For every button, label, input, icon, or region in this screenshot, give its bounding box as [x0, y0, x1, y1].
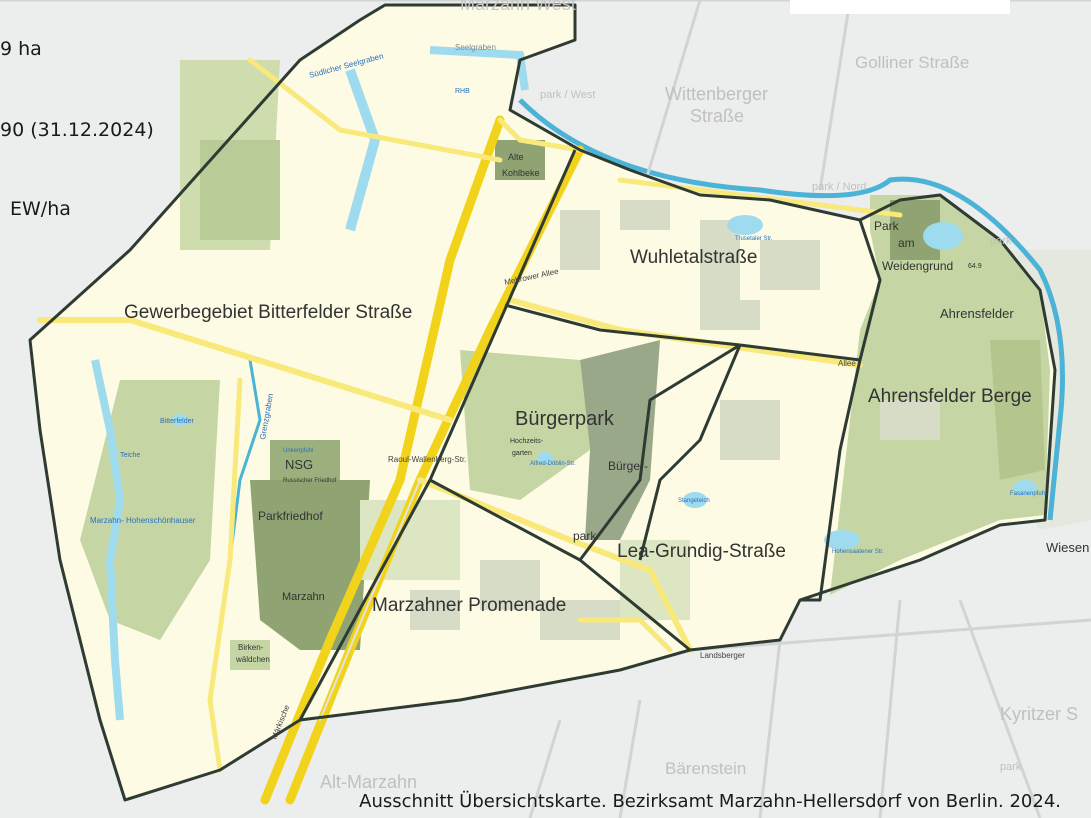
label-wiesen: Wiesen [1046, 540, 1089, 555]
surrounding-golliner: Golliner Straße [855, 53, 969, 72]
label-teiche: Teiche [120, 452, 140, 459]
label-marzahn-hohenschoenhausen: Marzahn- Hohenschönhauser [90, 516, 196, 525]
label-height: 64.9 [968, 263, 982, 270]
label-park-right: park [990, 235, 1012, 247]
area-label-wuhletal: Wuhletalstraße [630, 247, 757, 268]
surrounding-baerenstein: Bärenstein [665, 759, 746, 778]
place-marzahn: Marzahn [282, 591, 325, 603]
area-label-gewerbegebiet: Gewerbegebiet Bitterfelder Straße [124, 302, 412, 323]
area-label-buergerpark: Bürgerpark [515, 408, 615, 430]
label-raoul-wallenberg: Raoul-Wallenberg-Str. [388, 455, 466, 464]
label-rhb-fasanen: Fasanenpfuhl [1010, 491, 1046, 497]
label-birken: Birken- [238, 643, 264, 652]
label-landsberger: Landsberger [700, 651, 745, 660]
place-parkfriedhof: Parkfriedhof [258, 509, 323, 523]
label-park-west: park / West [540, 89, 595, 101]
map-credit: Ausschnitt Übersichtskarte. Bezirksamt M… [359, 791, 1061, 812]
stat-population: 90 (31.12.2024) [0, 119, 154, 141]
place-buerger: Bürger- [608, 459, 648, 473]
place-kohlbeke: Kohlbeke [502, 168, 540, 178]
surrounding-kyritzer: Kyritzer S [1000, 704, 1078, 724]
top-right-patch [790, 0, 1010, 14]
surrounding-marzahn-west: Marzahn West [460, 0, 576, 14]
stat-area: 9 ha [0, 38, 42, 60]
label-bitterfelder: Bitterfelder [160, 418, 195, 425]
label-park-nord: park / Nord [812, 181, 866, 193]
label-stangeteich: Stangeteich [678, 498, 710, 504]
roads [37, 57, 903, 805]
label-rhb-hohensaatener: Hohensaatener Str. [832, 549, 884, 555]
area-label-lea-grundig: Lea-Grundig-Straße [617, 541, 786, 562]
water-bodies [91, 46, 1037, 721]
label-park-bottom: park [1000, 761, 1022, 773]
stat-density: EW/ha [10, 198, 71, 220]
surrounding-wittenberger-1: Wittenberger [665, 84, 768, 104]
label-unkenpfuhl: Unkenpfuhl [283, 448, 313, 454]
label-rhb-trusetaler: Trusetaler Str. [735, 236, 773, 242]
place-am: am [898, 236, 915, 250]
district-boundaries [28, 3, 1057, 802]
label-allee: Allee [838, 359, 856, 368]
label-waeldchen: wäldchen [235, 655, 270, 664]
label-rhb-top: RHB [455, 88, 470, 95]
surrounding-wittenberger-2: Straße [690, 106, 744, 126]
label-hochzeitsgarten: Hochzeits- [510, 438, 544, 445]
area-label-marzahner-promenade: Marzahner Promenade [372, 595, 566, 616]
surrounding-alt-marzahn: Alt-Marzahn [320, 772, 417, 792]
label-rhb-alfred: Alfred-Döblin-Str. [530, 461, 576, 467]
label-garten: garten [512, 450, 532, 457]
wuhle-river [518, 98, 1065, 521]
place-nsg: NSG [285, 457, 313, 472]
place-alte: Alte [508, 152, 524, 162]
place-park-2: park [573, 529, 597, 543]
place-park: Park [874, 219, 900, 233]
label-russischer-friedhof: Russischer Friedhof [283, 478, 337, 484]
area-label-ahrensfelder-berge: Ahrensfelder Berge [868, 386, 1032, 407]
place-weidengrund: Weidengrund [882, 259, 953, 273]
label-seelgraben: Seelgraben [455, 43, 496, 52]
place-ahrensfelder: Ahrensfelder [940, 306, 1014, 321]
